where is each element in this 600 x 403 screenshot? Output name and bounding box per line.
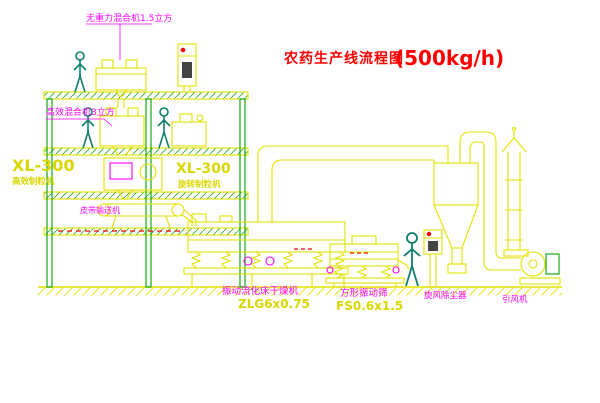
fluid-bed-dryer-machine <box>183 213 349 287</box>
label-fan: 引风机 <box>502 294 528 305</box>
label-cyclone: 旋风除尘器 <box>424 290 467 301</box>
label-leaders <box>46 23 152 127</box>
vibrating-screen-machine <box>325 235 409 287</box>
diagram-title-capacity: (500kg/h) <box>395 46 504 70</box>
label-dryer-model: ZLG6x0.75 <box>238 297 310 311</box>
label-granulator-center-name: 旋转制粒机 <box>177 179 221 190</box>
worker-figure-floor2-right <box>157 107 171 149</box>
label-belt-conveyor: 皮带输送机 <box>80 205 120 215</box>
screen-vibrator <box>392 266 400 274</box>
worker-figure-ground <box>403 232 421 287</box>
control-cabinet-top <box>177 43 197 92</box>
platform-structure <box>43 91 249 288</box>
diagram-title-main: 农药生产线流程图 <box>283 50 404 67</box>
top-mixer-machine <box>95 59 147 108</box>
vibration-motor <box>243 256 253 266</box>
label-granulator-left-name: 高效制粒机 <box>12 176 55 187</box>
label-granulator-center-model: XL-300 <box>176 161 231 177</box>
label-granulator-left-model: XL-300 <box>12 156 75 175</box>
exhaust-stack <box>501 126 529 257</box>
screen-vibrator <box>326 266 334 274</box>
label-mid-mixer: 高效混合机3立方 <box>46 106 115 118</box>
floor2-machine <box>171 113 207 147</box>
ground-line <box>38 286 562 296</box>
exhaust-duct <box>257 145 449 222</box>
rain-cap <box>501 137 527 153</box>
cyclone-outlet-duct <box>459 131 521 271</box>
label-dryer-name: 振动流化床干燥机 <box>222 285 299 297</box>
label-screen-model: FS0.6x1.5 <box>336 299 403 313</box>
indicator-light <box>426 231 432 237</box>
vibration-motor <box>265 256 275 266</box>
cyclone-separator <box>433 162 479 274</box>
belt-conveyor-machine <box>97 203 197 229</box>
granulator-machine <box>103 157 163 200</box>
label-screen-name: 方形振动筛 <box>340 287 388 299</box>
worker-figure-top <box>73 51 87 93</box>
fan-motor <box>545 253 560 275</box>
label-top-mixer: 无重力混合机1.5立方 <box>86 12 172 24</box>
control-cabinet-bottom <box>423 229 443 287</box>
indicator-light <box>180 47 186 53</box>
induced-draft-fan-machine <box>519 251 561 285</box>
mid-mixer-machine <box>99 107 145 156</box>
red-dimension-marks <box>58 230 368 254</box>
